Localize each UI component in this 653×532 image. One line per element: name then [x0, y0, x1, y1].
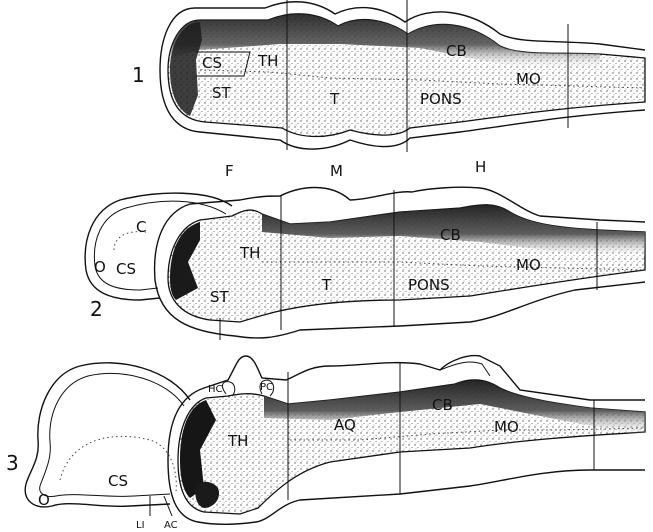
stage-2-number: 2 — [90, 297, 103, 321]
stage-2-label-t: T — [321, 276, 332, 294]
stage-3-label-aq: AQ — [334, 416, 356, 434]
region-label-hindbrain: H — [475, 158, 486, 176]
stage-1-label-cb: CB — [446, 42, 467, 60]
stage-2-label-cb: CB — [440, 226, 461, 244]
stage-3-label-cs: CS — [108, 472, 128, 490]
stage-2: 2 C O CS TH ST T PONS CB MO — [85, 187, 645, 340]
stage-3: 3 CS O LI AC HC PC TH AQ CB MO — [6, 356, 645, 531]
stage-3-label-cb: CB — [432, 396, 453, 414]
stage-2-label-th: TH — [239, 244, 260, 262]
stage-3-label-mo: MO — [494, 418, 519, 436]
stage-3-label-li: LI — [136, 520, 145, 531]
stage-1-label-st: ST — [212, 84, 232, 102]
stage-1-label-th: TH — [257, 52, 278, 70]
stage-1-label-pons: PONS — [420, 90, 462, 108]
stage-1: 1 CS TH ST T PONS CB MO — [132, 0, 645, 152]
stage-3-commissure-lines — [150, 496, 172, 516]
stage-3-label-th: TH — [227, 432, 248, 450]
stage-2-label-pons: PONS — [408, 276, 450, 294]
stage-2-label-cs: CS — [116, 260, 136, 278]
stage-1-number: 1 — [132, 63, 145, 87]
stage-3-label-hc: HC — [208, 384, 223, 395]
stage-1-label-t: T — [329, 90, 340, 108]
stage-1-label-mo: MO — [516, 70, 541, 88]
stage-2-label-c: C — [136, 218, 146, 236]
stage-2-label-o: O — [94, 258, 106, 276]
stage-3-number: 3 — [6, 451, 19, 475]
stage-3-label-pc: PC — [260, 382, 273, 393]
stage-3-habenular-knob — [223, 382, 235, 396]
stage-3-label-ac: AC — [164, 520, 178, 531]
stage-2-label-mo: MO — [516, 256, 541, 274]
region-label-midbrain: M — [330, 162, 343, 180]
stage-3-label-o: O — [38, 491, 50, 509]
region-labels: F M H — [225, 158, 486, 180]
stage-1-label-cs: CS — [202, 54, 222, 72]
region-label-forebrain: F — [225, 162, 234, 180]
stage-2-label-st: ST — [210, 288, 230, 306]
